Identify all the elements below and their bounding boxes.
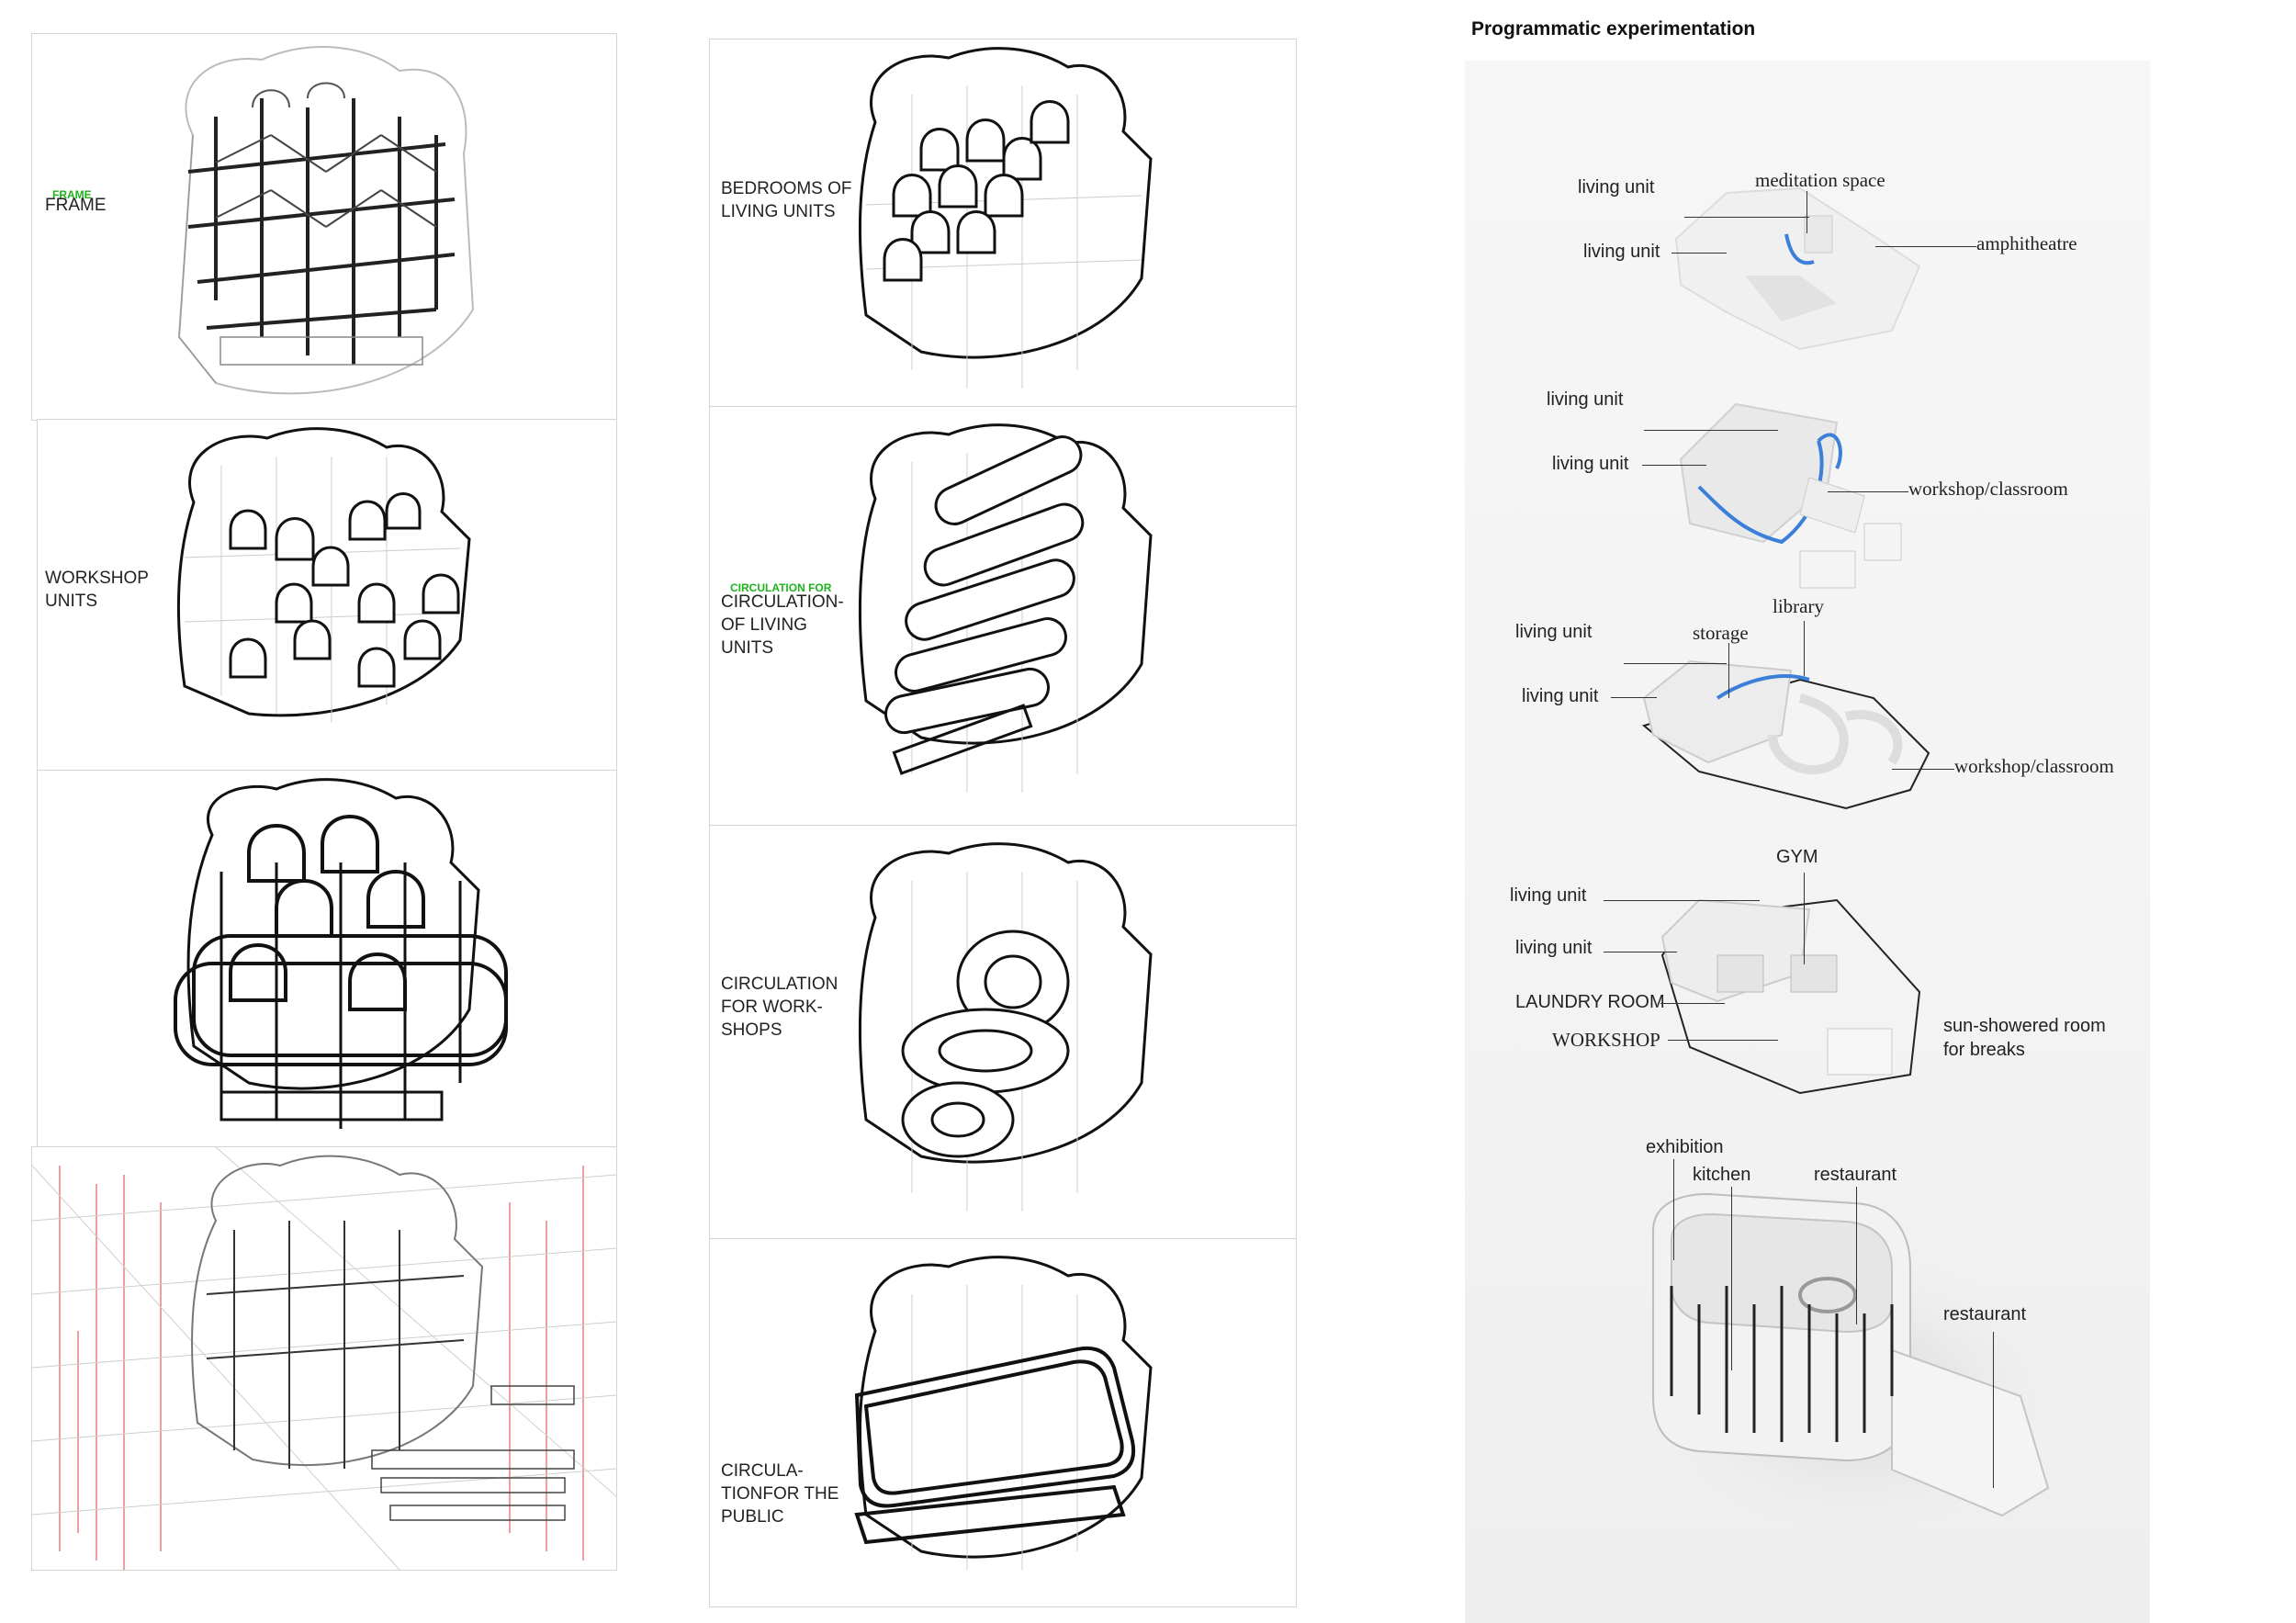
panel-bedrooms: BEDROOMS OF LIVING UNITS	[709, 39, 1297, 408]
site-diagram	[32, 1147, 616, 1570]
r5-kitchen: kitchen	[1693, 1165, 1751, 1185]
r1-amphitheatre: amphitheatre	[1976, 232, 2077, 254]
r1-leader-c	[1875, 246, 1976, 247]
circulation-public-label: CIRCULA- TIONFOR THE PUBLIC	[721, 1461, 839, 1527]
panel-site	[31, 1146, 617, 1571]
section-title: Programmatic experimentation	[1471, 18, 1756, 39]
r2-workshop: workshop/classroom	[1908, 478, 2068, 500]
frame-tag: FRAME	[52, 188, 92, 201]
r4-leader-c	[1660, 1003, 1725, 1004]
r5-leader-d	[1993, 1332, 1994, 1488]
panel-circulation-living: CIRCULATION FOR CIRCULATION- OF LIVING U…	[709, 406, 1297, 827]
r3-living-unit-b: living unit	[1522, 686, 1599, 706]
frame-label: FRAME	[45, 196, 107, 215]
r3-workshop: workshop/classroom	[1954, 755, 2114, 777]
r1-leader-d	[1806, 191, 1807, 233]
r2-living-unit-a: living unit	[1547, 389, 1624, 410]
panel-circulation-workshops: CIRCULATION FOR WORK- SHOPS	[709, 825, 1297, 1240]
r3-leader-b	[1611, 697, 1657, 698]
r4-sun: sun-showered room for breaks	[1943, 1016, 2106, 1060]
r1-living-unit-b: living unit	[1583, 242, 1660, 262]
render-area	[1465, 61, 2150, 1623]
r2-living-unit-b: living unit	[1552, 454, 1629, 474]
r5-leader-a	[1673, 1159, 1674, 1260]
r1-meditation: meditation space	[1755, 169, 1885, 191]
r1-leader-a	[1684, 217, 1809, 218]
r4-living-unit-b: living unit	[1515, 938, 1593, 958]
r4-workshop: WORKSHOP	[1552, 1029, 1660, 1051]
r5-restaurant-b: restaurant	[1943, 1304, 2027, 1324]
r2-leader-c	[1828, 491, 1908, 492]
panel-workshop-units: WORKSHOP UNITS	[37, 419, 617, 772]
workshop-units-diagram	[176, 427, 471, 723]
panel-circulation-public: CIRCULA- TIONFOR THE PUBLIC	[709, 1238, 1297, 1607]
circulation-living-diagram	[858, 423, 1153, 793]
workshop-units-label: WORKSHOP UNITS	[45, 569, 149, 611]
combined-diagram	[174, 778, 508, 1129]
r5-leader-c	[1856, 1187, 1857, 1324]
circulation-workshops-diagram	[858, 842, 1153, 1212]
panel-combined	[37, 770, 617, 1148]
r1-leader-b	[1671, 253, 1727, 254]
circulation-living-label: CIRCULATION- OF LIVING UNITS	[721, 592, 844, 658]
bedrooms-diagram	[858, 47, 1153, 389]
r3-living-unit-a: living unit	[1515, 622, 1593, 642]
r1-living-unit-a: living unit	[1578, 177, 1655, 197]
r3-storage: storage	[1693, 622, 1749, 644]
r5-leader-b	[1731, 1187, 1732, 1370]
frame-diagram	[177, 46, 475, 395]
r3-leader-e	[1728, 643, 1729, 698]
r3-leader-c	[1892, 769, 1954, 770]
r4-living-unit-a: living unit	[1510, 885, 1587, 906]
circulation-public-diagram	[854, 1256, 1153, 1570]
r2-leader-b	[1642, 465, 1706, 466]
panel-frame: FRAME FRAME	[31, 33, 617, 421]
r3-library: library	[1773, 595, 1824, 617]
circulation-living-tag: CIRCULATION FOR	[730, 581, 832, 594]
r3-leader-a	[1624, 663, 1727, 664]
bedrooms-label: BEDROOMS OF LIVING UNITS	[721, 179, 852, 221]
r4-gym: GYM	[1776, 847, 1818, 867]
r4-leader-d	[1668, 1040, 1778, 1041]
r4-laundry: LAUNDRY ROOM	[1515, 992, 1665, 1012]
r3-leader-d	[1804, 621, 1805, 676]
r5-restaurant-a: restaurant	[1814, 1165, 1897, 1185]
r4-leader-e	[1804, 873, 1805, 964]
r2-leader-a	[1644, 430, 1778, 431]
circulation-workshops-label: CIRCULATION FOR WORK- SHOPS	[721, 975, 838, 1040]
r5-exhibition: exhibition	[1646, 1137, 1724, 1157]
r4-leader-a	[1604, 900, 1760, 901]
